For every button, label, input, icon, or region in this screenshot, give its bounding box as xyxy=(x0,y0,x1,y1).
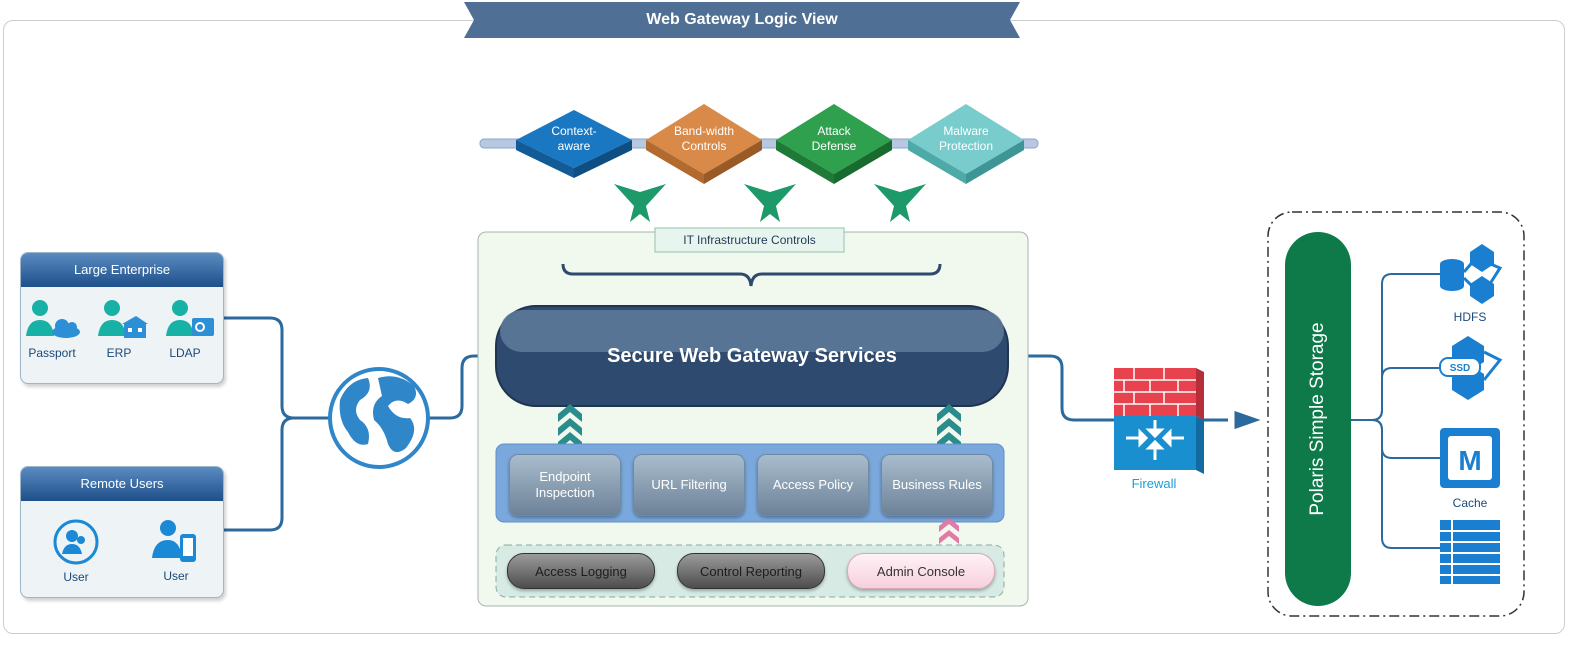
svg-text:M: M xyxy=(1458,445,1481,476)
access-logging-pill[interactable]: Access Logging xyxy=(507,553,655,589)
users-circle-icon xyxy=(53,519,99,565)
control-diamond-bandwidth xyxy=(646,104,762,184)
large-enterprise-panel: Large Enterprise xyxy=(20,252,224,384)
control-diamond-malware xyxy=(908,104,1024,184)
service-label: Business Rules xyxy=(892,477,982,492)
service-access-policy[interactable]: Access Policy xyxy=(757,454,869,516)
control-label-text: Attack Defense xyxy=(811,124,857,153)
passport-label: Passport xyxy=(28,346,76,360)
memory-cache-icon: M xyxy=(1440,428,1500,488)
line-globe-gateway xyxy=(428,354,498,420)
storage-capsule xyxy=(1285,232,1351,606)
gateway-title: Secure Web Gateway Services xyxy=(607,345,897,367)
services-band xyxy=(495,443,1005,523)
svg-text:SSD: SSD xyxy=(1450,363,1471,374)
control-diamond-attack-defense xyxy=(776,104,892,184)
firewall-icon xyxy=(1114,368,1204,474)
storage-label: Polaris Simple Storage xyxy=(1307,322,1328,516)
large-enterprise-icons xyxy=(26,300,214,338)
cache-label: Cache xyxy=(1452,496,1488,510)
title-banner xyxy=(464,2,1020,38)
page-title: Web Gateway Logic View xyxy=(646,11,838,28)
line-enterprise-globe xyxy=(222,316,330,420)
admin-console-pill[interactable]: Admin Console xyxy=(847,553,995,589)
remote-users-panel: Remote Users xyxy=(20,466,224,598)
control-label-text: Malware Protection xyxy=(938,124,994,153)
up-chevron-icon xyxy=(937,404,961,450)
service-endpoint-inspection[interactable]: Endpoint Inspection xyxy=(509,454,621,516)
control-label-malware: Malware Protection xyxy=(916,124,1016,154)
control-label-context-aware: Context- aware xyxy=(524,124,624,154)
control-label-text: Context- aware xyxy=(551,124,597,153)
control-reporting-pill[interactable]: Control Reporting xyxy=(677,553,825,589)
erp-label: ERP xyxy=(106,346,132,360)
storage-container xyxy=(1267,211,1525,617)
firewall-label: Firewall xyxy=(1131,476,1177,491)
control-diamond-context-aware xyxy=(516,110,632,178)
user-cloud-icon xyxy=(26,300,80,338)
it-controls-box xyxy=(654,227,845,253)
user-label-2: User xyxy=(163,569,189,583)
remote-users-heading: Remote Users xyxy=(21,467,223,501)
globe-icon xyxy=(328,367,430,469)
service-label: Endpoint Inspection xyxy=(535,469,595,500)
brace xyxy=(561,263,942,287)
control-label-text: Band-width Controls xyxy=(673,124,735,153)
service-url-filtering[interactable]: URL Filtering xyxy=(633,454,745,516)
service-label: URL Filtering xyxy=(651,477,727,492)
service-label: Access Policy xyxy=(772,477,854,492)
up-chevron-icon xyxy=(558,404,582,450)
line-remote-globe xyxy=(222,416,330,532)
line-gateway-firewall xyxy=(1006,354,1114,422)
user-outlook-icon xyxy=(166,300,214,336)
user-network-icon xyxy=(98,300,148,338)
down-arrow-icon xyxy=(614,184,666,222)
ssd-icon: SSD xyxy=(1439,336,1503,400)
it-controls-label: IT Infrastructure Controls xyxy=(683,233,816,247)
down-arrow-icon xyxy=(744,184,796,222)
remote-users-icons xyxy=(53,519,196,565)
service-business-rules[interactable]: Business Rules xyxy=(881,454,993,516)
ldap-label: LDAP xyxy=(169,346,201,360)
user-mobile-icon xyxy=(152,520,196,562)
control-label-attack-defense: Attack Defense xyxy=(784,124,884,154)
up-chevron-pink-icon xyxy=(939,518,959,544)
hdfs-icon xyxy=(1440,244,1503,304)
down-arrow-icon xyxy=(874,184,926,222)
user-label-1: User xyxy=(63,570,89,584)
hdfs-label: HDFS xyxy=(1453,310,1487,324)
server-rack-icon xyxy=(1440,520,1500,584)
control-label-bandwidth: Band-width Controls xyxy=(654,124,754,154)
large-enterprise-heading: Large Enterprise xyxy=(21,253,223,287)
